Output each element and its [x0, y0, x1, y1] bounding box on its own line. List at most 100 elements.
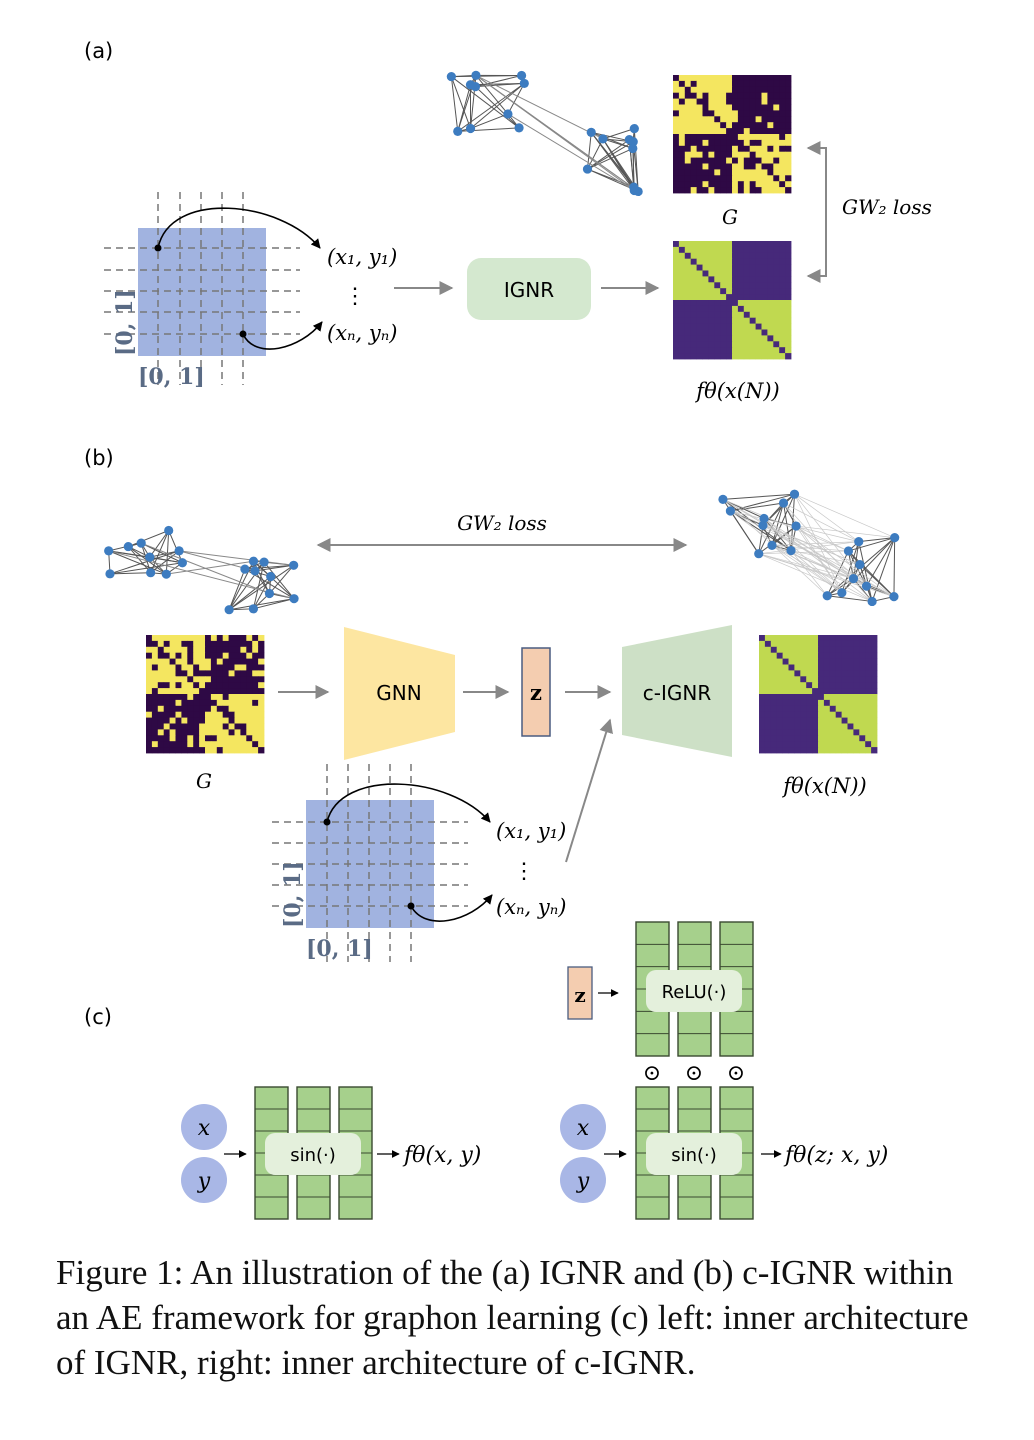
matrix-cell [240, 717, 247, 724]
matrix-cell [859, 676, 866, 683]
matrix-cell [708, 169, 715, 176]
matrix-cell [240, 676, 247, 683]
matrix-cell [847, 735, 854, 742]
matrix-cell [823, 723, 831, 730]
matrix-cell [779, 276, 786, 283]
panel-b-cignr-decoder [622, 625, 732, 757]
matrix-cell [853, 688, 860, 695]
matrix-cell [690, 329, 697, 336]
matrix-cell [151, 699, 159, 707]
matrix-cell [732, 116, 739, 123]
matrix-cell [773, 175, 780, 182]
matrix-cell [773, 122, 780, 129]
matrix-cell [678, 323, 686, 330]
matrix-cell [785, 110, 792, 117]
matrix-cell [157, 699, 165, 707]
matrix-cell [782, 723, 789, 730]
matrix-cell [222, 646, 229, 654]
matrix-cell [794, 652, 801, 659]
matrix-cell [764, 635, 772, 642]
matrix-cell [199, 735, 206, 742]
matrix-cell [199, 723, 206, 730]
matrix-cell [785, 134, 792, 141]
matrix-cell [690, 335, 697, 342]
matrix-cell [865, 635, 872, 642]
matrix-cell [785, 300, 792, 307]
matrix-cell [714, 252, 721, 260]
panel-b-label: (b) [84, 446, 114, 470]
matrix-cell [169, 735, 176, 742]
matrix-cell [812, 676, 819, 683]
matrix-cell [823, 658, 831, 665]
matrix-cell [181, 694, 188, 701]
matrix-cell [696, 157, 703, 164]
matrix-cell [199, 741, 206, 748]
matrix-cell [835, 664, 842, 671]
panel-c-right-input-y-label: y [576, 1169, 590, 1194]
matrix-cell [853, 717, 860, 724]
matrix-cell [205, 640, 212, 648]
matrix-cell [252, 711, 259, 718]
matrix-cell [767, 169, 774, 176]
matrix-cell [776, 676, 783, 683]
matrix-cell [767, 282, 774, 289]
matrix-cell [246, 635, 253, 642]
matrix-cell [175, 664, 182, 671]
matrix-cell [749, 157, 756, 164]
matrix-cell [764, 741, 772, 748]
matrix-cell [684, 80, 692, 88]
matrix-cell [759, 747, 766, 754]
matrix-cell [187, 664, 194, 671]
matrix-cell [770, 682, 778, 689]
matrix-cell [767, 311, 774, 319]
matrix-cell [702, 175, 709, 182]
matrix-cell [773, 104, 780, 111]
matrix-cell [678, 258, 686, 265]
matrix-cell [782, 747, 789, 754]
matrix-cell [732, 294, 739, 301]
matrix-cell [696, 145, 703, 153]
matrix-cell [841, 729, 848, 736]
matrix-cell [210, 741, 218, 748]
graph-node [848, 573, 859, 584]
matrix-cell [258, 682, 265, 689]
matrix-cell [800, 676, 807, 683]
matrix-cell [714, 110, 721, 117]
panel-a-ignr-label: IGNR [504, 278, 554, 302]
graph-node [289, 560, 299, 570]
graph-node [224, 605, 234, 615]
matrix-cell [684, 276, 692, 283]
matrix-cell [743, 252, 751, 260]
matrix-cell [871, 646, 878, 654]
matrix-cell [806, 729, 813, 736]
matrix-cell [673, 104, 680, 111]
matrix-cell [794, 705, 801, 713]
matrix-cell [151, 664, 159, 671]
matrix-cell [690, 347, 697, 354]
matrix-cell [732, 241, 739, 248]
matrix-cell [714, 151, 721, 158]
matrix-cell [853, 699, 860, 707]
matrix-cell [871, 635, 878, 642]
matrix-cell [794, 747, 801, 754]
matrix-cell [673, 276, 680, 283]
panel-b-arrow-last [410, 894, 493, 922]
matrix-cell [767, 187, 774, 194]
matrix-cell [720, 80, 727, 88]
graph-node [837, 588, 847, 598]
matrix-cell [222, 664, 229, 671]
matrix-cell [157, 747, 165, 754]
matrix-cell [773, 311, 780, 319]
matrix-cell [193, 699, 200, 707]
matrix-cell [258, 670, 265, 677]
matrix-cell [246, 652, 253, 659]
matrix-cell [228, 646, 235, 654]
matrix-cell [785, 145, 792, 153]
matrix-cell [788, 640, 795, 648]
panel-c-left-output-label: fθ(x, y) [402, 1143, 481, 1168]
panel-c-latent-label: z [574, 983, 585, 1007]
matrix-cell [684, 288, 692, 295]
graph-edge [758, 553, 854, 579]
matrix-cell [761, 341, 768, 348]
matrix-cell [708, 128, 715, 135]
